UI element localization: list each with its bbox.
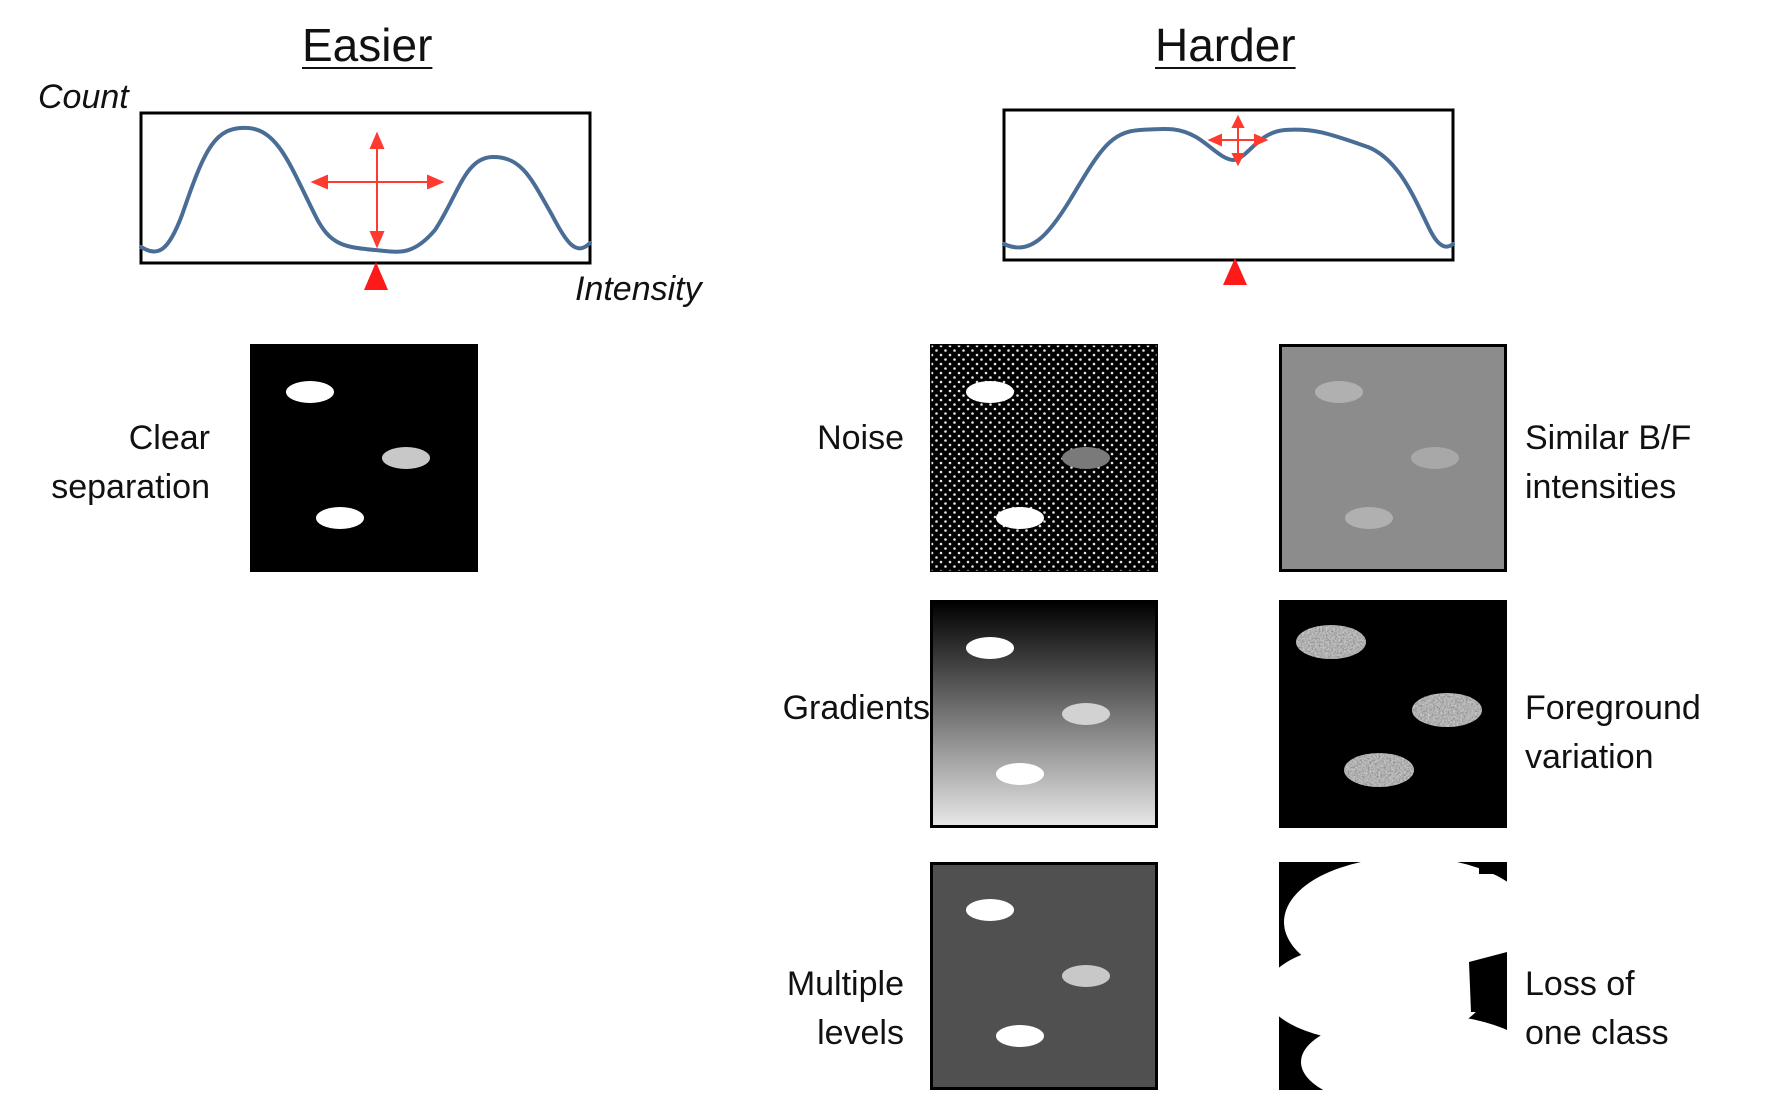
object-blob bbox=[996, 763, 1044, 785]
noise-tile bbox=[930, 344, 1158, 572]
multiple-levels-label-line-2: levels bbox=[817, 1014, 904, 1053]
object-blob bbox=[286, 381, 334, 403]
easier-histogram-curve bbox=[139, 125, 592, 254]
noise-label-line-1: Noise bbox=[817, 419, 904, 457]
foreground-variation-label-line-1: Foreground bbox=[1525, 689, 1701, 727]
object-blob bbox=[1062, 703, 1110, 725]
heading-harder: Harder bbox=[1155, 19, 1296, 71]
object-blob bbox=[382, 447, 430, 469]
harder-threshold-marker-icon bbox=[1223, 258, 1247, 285]
textured-blob bbox=[1412, 693, 1482, 727]
multiple-levels-tile bbox=[930, 862, 1158, 1090]
loss-of-class-label: Loss of one class bbox=[1525, 960, 1669, 1059]
harder-histogram-curve bbox=[1002, 126, 1455, 250]
harder-histogram bbox=[1002, 108, 1455, 285]
loss-of-class-label-line-2: one class bbox=[1525, 1014, 1669, 1053]
easier-histogram bbox=[139, 111, 592, 290]
loss-of-class-tile bbox=[1279, 862, 1507, 1090]
object-blob bbox=[966, 637, 1014, 659]
object-blob bbox=[966, 899, 1014, 921]
similar-intensities-label: Similar B/F intensities bbox=[1525, 414, 1691, 513]
textured-blob bbox=[1344, 753, 1414, 787]
similar-intensities-tile bbox=[1279, 344, 1507, 572]
object-blob bbox=[966, 381, 1014, 403]
harder-arrow-cross-icon bbox=[1207, 114, 1269, 167]
multiple-levels-label-line-1: Multiple bbox=[786, 965, 904, 1003]
foreground-variation-label-line-2: variation bbox=[1525, 738, 1654, 777]
harder-histogram-frame bbox=[1002, 108, 1455, 262]
object-blob bbox=[1315, 381, 1363, 403]
object-blob bbox=[316, 507, 364, 529]
object-blob bbox=[996, 1025, 1044, 1047]
object-blob bbox=[1345, 507, 1393, 529]
easier-histogram-frame bbox=[139, 111, 592, 265]
gradients-label: Gradients bbox=[783, 684, 930, 733]
clear-separation-label-line-1: Clear bbox=[128, 419, 210, 457]
gradients-tile bbox=[930, 600, 1158, 828]
clear-separation-tile bbox=[250, 344, 478, 572]
foreground-variation-label: Foreground variation bbox=[1525, 684, 1701, 783]
foreground-variation-tile bbox=[1279, 600, 1507, 828]
easier-threshold-marker-icon bbox=[364, 262, 388, 290]
object-blob bbox=[1062, 965, 1110, 987]
gradients-label-line-1: Gradients bbox=[782, 689, 930, 727]
similar-intensities-label-line-1: Similar B/F bbox=[1525, 419, 1692, 457]
x-axis-label: Intensity bbox=[575, 270, 702, 308]
heading-easier: Easier bbox=[302, 19, 433, 71]
clear-separation-label: Clear separation bbox=[51, 414, 210, 513]
clear-separation-label-line-2: separation bbox=[51, 468, 210, 507]
object-blob bbox=[996, 507, 1044, 529]
multiple-levels-label: Multiple levels bbox=[787, 960, 904, 1059]
loss-of-class-label-line-1: Loss of bbox=[1525, 965, 1635, 1003]
textured-blob bbox=[1296, 625, 1366, 659]
object-blob bbox=[1411, 447, 1459, 469]
large-white-blob bbox=[1301, 1014, 1507, 1090]
easier-arrow-cross-icon bbox=[310, 131, 445, 249]
y-axis-label: Count bbox=[38, 78, 129, 116]
object-blob bbox=[1062, 447, 1110, 469]
similar-intensities-label-line-2: intensities bbox=[1525, 468, 1677, 507]
noise-label: Noise bbox=[817, 414, 904, 463]
